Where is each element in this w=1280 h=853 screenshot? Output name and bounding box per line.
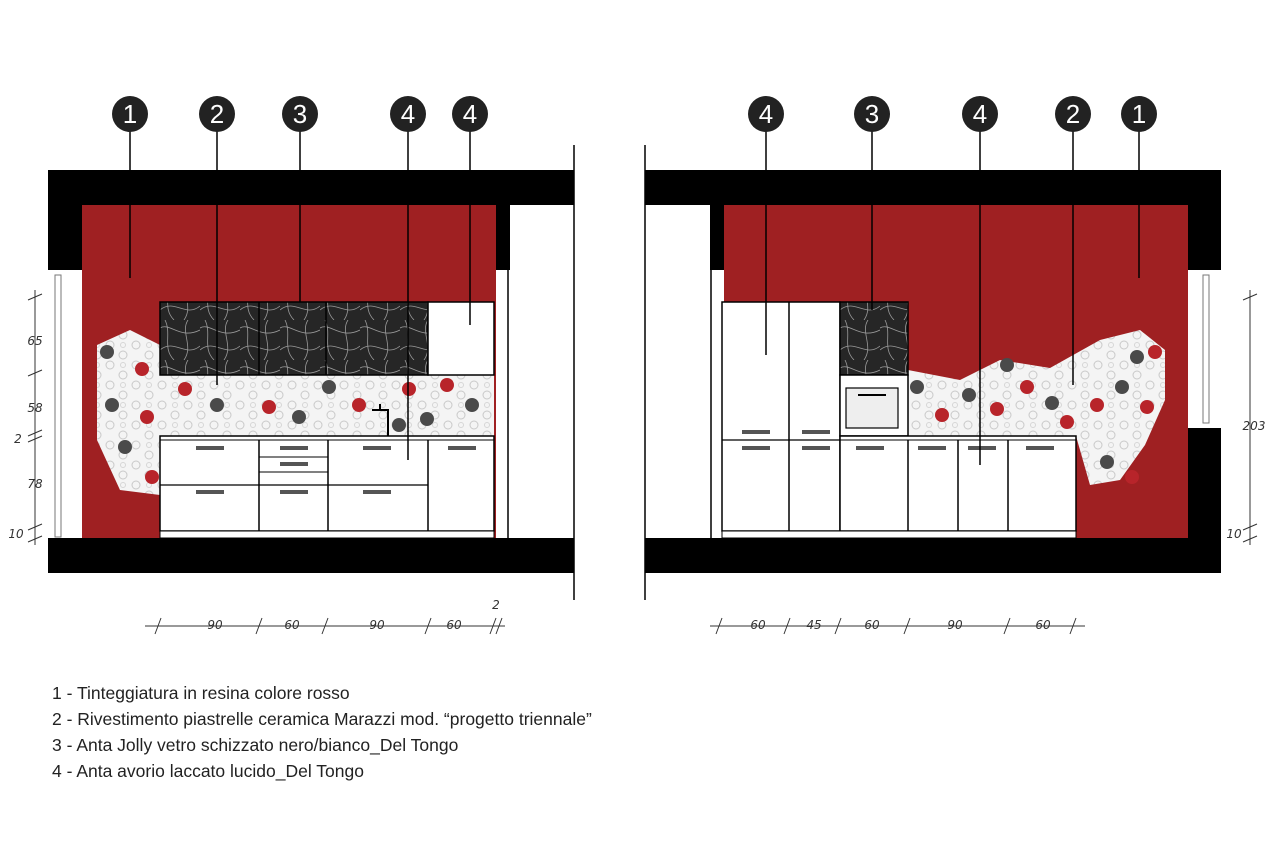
left-vertical-dimensions: 65 58 2 78 10 (8, 334, 43, 541)
dimension-label: 2 (492, 598, 500, 612)
dimension-label: 60 (864, 618, 880, 632)
callout-marker: 1 (1121, 96, 1157, 278)
right-tile-backsplash (908, 330, 1165, 485)
callout-marker: 2 (199, 96, 235, 385)
callout-marker: 3 (282, 96, 318, 302)
right-tall-units (721, 301, 841, 532)
callout-label: 3 (293, 99, 307, 129)
dimension-label: 60 (750, 618, 766, 632)
callout-label: 4 (401, 99, 415, 129)
left-ivory-wall-unit (427, 301, 495, 376)
left-handles (196, 446, 476, 494)
callout-marker: 3 (854, 96, 890, 310)
legend-item: 1 - Tinteggiatura in resina colore rosso (52, 683, 350, 703)
left-callouts: 1 2 3 4 4 (112, 96, 488, 460)
legend-item: 2 - Rivestimento piastrelle ceramica Mar… (52, 709, 592, 729)
right-vertical-dimensions: 203 10 (1226, 419, 1265, 541)
dimension-label: 2 (14, 432, 22, 446)
left-tap (372, 404, 389, 436)
left-vertical-dimension-line (27, 290, 43, 545)
left-horizontal-dimension-line (145, 617, 505, 635)
left-floor-slab (48, 538, 574, 573)
left-window-jamb (54, 274, 62, 538)
dimension-label: 65 (27, 334, 42, 348)
right-lower-wall-section (1188, 428, 1221, 573)
callout-label: 4 (973, 99, 987, 129)
callout-label: 2 (210, 99, 224, 129)
dimension-label: 45 (806, 618, 821, 632)
right-glass-wall-unit (839, 301, 909, 376)
callout-label: 2 (1066, 99, 1080, 129)
callout-marker: 1 (112, 96, 148, 278)
legend-item: 3 - Anta Jolly vetro schizzato nero/bian… (52, 735, 459, 755)
callout-label: 1 (1132, 99, 1146, 129)
callout-label: 4 (463, 99, 477, 129)
left-glass-wall-units (159, 301, 429, 376)
callout-marker: 2 (1055, 96, 1091, 385)
right-elevation (644, 145, 1258, 635)
right-callouts: 4 3 4 2 1 (748, 96, 1157, 465)
right-window-jamb (1202, 274, 1210, 424)
callout-label: 3 (865, 99, 879, 129)
right-wall-section (1188, 170, 1221, 270)
left-right-wall-section (496, 170, 510, 270)
right-handles (742, 430, 1054, 450)
dimension-label: 10 (8, 527, 24, 541)
left-tile-accents (100, 345, 479, 484)
dimension-label: 60 (446, 618, 462, 632)
legend-item: 4 - Anta avorio laccato lucido_Del Tongo (52, 761, 364, 781)
legend: 1 - Tinteggiatura in resina colore rosso… (52, 680, 592, 784)
callout-marker: 4 (452, 96, 488, 325)
right-tile-accents (910, 345, 1162, 484)
dimension-label: 90 (207, 618, 223, 632)
left-wall-section (48, 170, 83, 270)
dimension-label: 90 (369, 618, 385, 632)
left-horizontal-dimensions: 90 60 90 60 2 (207, 598, 499, 632)
right-floor-slab (645, 538, 1221, 573)
dimension-label: 203 (1243, 419, 1266, 433)
dimension-label: 60 (1035, 618, 1051, 632)
dimension-label: 78 (27, 477, 43, 491)
callout-marker: 4 (748, 96, 784, 355)
callout-label: 1 (123, 99, 137, 129)
callout-label: 4 (759, 99, 773, 129)
dimension-label: 60 (284, 618, 300, 632)
dimension-label: 10 (1226, 527, 1242, 541)
dimension-label: 58 (27, 401, 43, 415)
left-ceiling-slab (48, 170, 574, 205)
dimension-label: 90 (947, 618, 963, 632)
left-base-units (159, 435, 495, 532)
right-horizontal-dimensions: 60 45 60 90 60 (750, 618, 1051, 632)
left-elevation (27, 145, 575, 635)
callout-marker: 4 (962, 96, 998, 465)
right-ceiling-slab (645, 170, 1221, 205)
right-left-wall-section (710, 170, 724, 270)
callout-marker: 4 (390, 96, 426, 460)
right-horizontal-dimension-line (710, 617, 1085, 635)
right-vertical-dimension-line (1242, 290, 1258, 545)
